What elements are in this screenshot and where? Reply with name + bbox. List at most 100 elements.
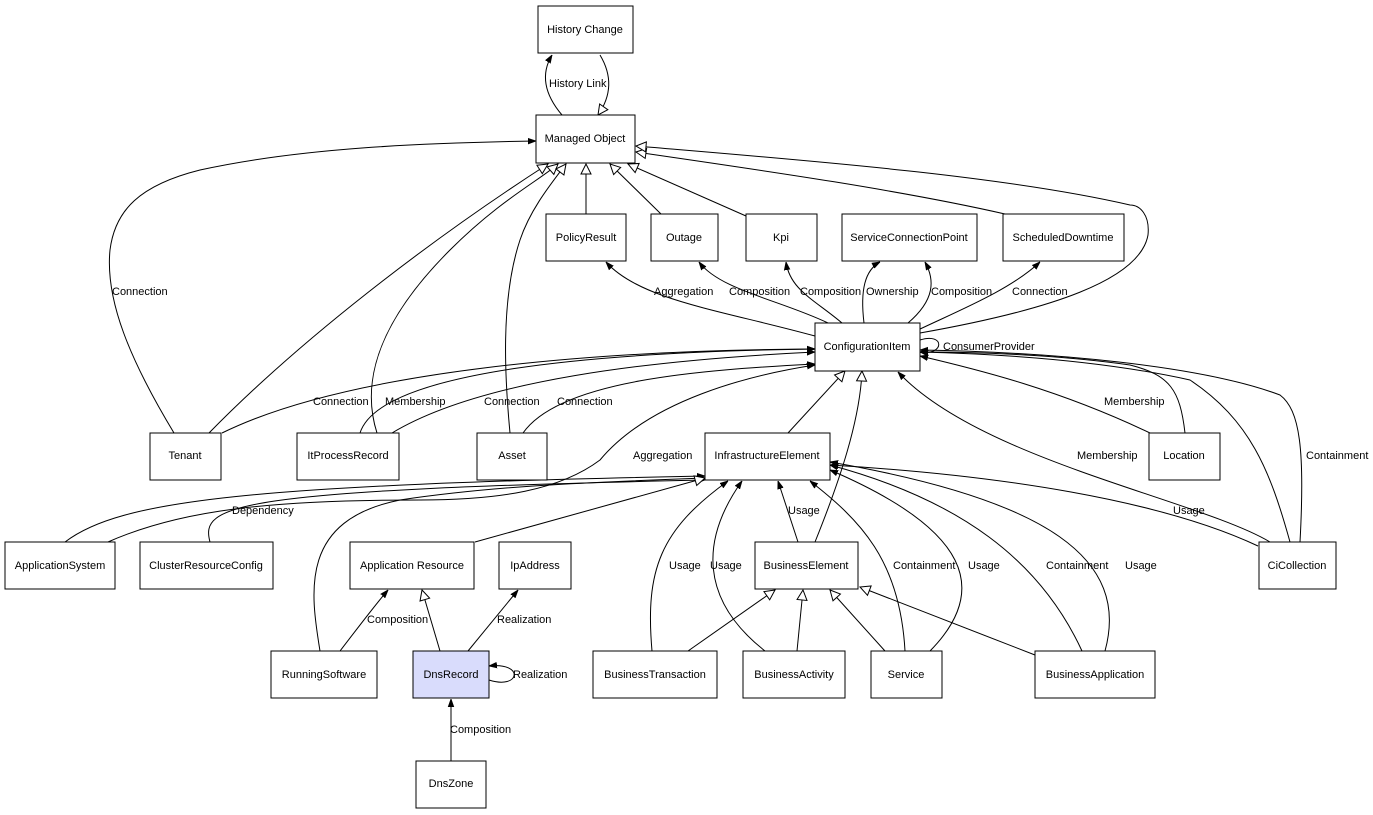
edge-tenant-managedobject [208, 164, 548, 434]
node-cluster-resource-config[interactable]: ClusterResourceConfig [139, 541, 274, 590]
node-label: DnsRecord [423, 669, 478, 681]
node-kpi[interactable]: Kpi [745, 213, 818, 262]
edge-tenant-connection [108, 141, 536, 434]
edge-service-be [830, 590, 886, 652]
label-appsystem-aggregation: Aggregation [633, 450, 692, 462]
node-dns-record[interactable]: DnsRecord [412, 650, 490, 699]
edge-ci-downtime [917, 262, 1040, 331]
label-dns-self-realization: Realization [513, 669, 567, 681]
edge-bt-infra [649, 481, 728, 652]
node-label: DnsZone [429, 778, 474, 790]
node-label: RunningSoftware [282, 669, 366, 681]
label-ci-downtime-connection: Connection [1012, 286, 1068, 298]
node-tenant[interactable]: Tenant [149, 432, 222, 481]
label-tenant-ci-connection: Connection [313, 396, 369, 408]
node-dns-zone[interactable]: DnsZone [415, 760, 487, 809]
edge-ci-policyresult [606, 262, 816, 337]
node-label: Outage [666, 232, 702, 244]
edge-itprocess-ci-connection [391, 352, 815, 434]
node-ip-address[interactable]: IpAddress [498, 541, 572, 590]
edge-appsystem-ci [107, 365, 815, 543]
label-bt-usage: Usage [669, 560, 701, 572]
edge-cicollection-infra [830, 465, 1259, 547]
node-label: Application Resource [360, 560, 464, 572]
label-ci-scp-composition: Composition [931, 286, 992, 298]
label-ci-outage-composition: Composition [729, 286, 790, 298]
node-service-connection-point[interactable]: ServiceConnectionPoint [841, 213, 978, 262]
node-label: BusinessApplication [1046, 669, 1144, 681]
node-label: Tenant [168, 450, 201, 462]
edge-service-infra-containment [810, 481, 906, 652]
node-label: ClusterResourceConfig [149, 560, 263, 572]
node-configuration-item[interactable]: ConfigurationItem [814, 322, 921, 372]
edge-cluster-infra [208, 480, 705, 543]
node-business-element[interactable]: BusinessElement [754, 541, 859, 590]
label-dns-realization-ip: Realization [497, 614, 551, 626]
node-asset[interactable]: Asset [476, 432, 548, 481]
edge-outage-managedobject [610, 164, 662, 215]
edge-service-infra-usage [830, 470, 963, 652]
label-ci-kpi-composition: Composition [800, 286, 861, 298]
label-ba-usage: Usage [710, 560, 742, 572]
edge-appsystem-infra [64, 476, 705, 543]
label-bapp-usage: Usage [1125, 560, 1157, 572]
node-application-system[interactable]: ApplicationSystem [4, 541, 116, 590]
node-label: Service [888, 669, 925, 681]
edge-dnsrecord-ipaddress [467, 590, 518, 652]
edge-ci-outage [699, 262, 829, 324]
edge-tenant-ci [221, 349, 815, 434]
edge-runningsoftware-appresource [339, 590, 388, 652]
edge-bapp-infra-usage [830, 462, 1110, 652]
node-policy-result[interactable]: PolicyResult [545, 213, 627, 262]
label-location-membership: Membership [1104, 396, 1165, 408]
node-running-software[interactable]: RunningSoftware [270, 650, 378, 699]
label-service-usage: Usage [968, 560, 1000, 572]
node-label: IpAddress [510, 560, 560, 572]
edge-itprocess-managedobject [370, 164, 558, 434]
node-label: BusinessTransaction [604, 669, 706, 681]
node-application-resource[interactable]: Application Resource [349, 541, 475, 590]
node-label: PolicyResult [556, 232, 617, 244]
label-consumer-provider: ConsumerProvider [943, 341, 1035, 353]
edge-appresource-infra [474, 478, 705, 543]
edge-be-infra [778, 481, 799, 543]
node-label: ApplicationSystem [15, 560, 106, 572]
node-label: ConfigurationItem [824, 341, 911, 353]
node-label: ServiceConnectionPoint [850, 232, 967, 244]
node-service[interactable]: Service [870, 650, 943, 699]
node-infrastructure-element[interactable]: InfrastructureElement [704, 432, 831, 481]
edge-infra-ci [787, 371, 845, 434]
node-ci-collection[interactable]: CiCollection [1258, 541, 1337, 590]
edge-dnsrecord-self [489, 666, 515, 683]
edge-ci-scp-ownership [862, 262, 880, 324]
node-label: CiCollection [1268, 560, 1327, 572]
node-label: Managed Object [545, 133, 626, 145]
edge-bapp-be [860, 587, 1036, 656]
edge-ba-be [797, 590, 803, 652]
edge-history-link [545, 55, 610, 115]
node-business-activity[interactable]: BusinessActivity [742, 650, 846, 699]
edge-dnsrecord-appresource [422, 590, 441, 652]
node-location[interactable]: Location [1148, 432, 1221, 481]
node-it-process-record[interactable]: ItProcessRecord [296, 432, 400, 481]
label-cicollection-membership: Membership [1077, 450, 1138, 462]
node-business-application[interactable]: BusinessApplication [1034, 650, 1156, 699]
node-scheduled-downtime[interactable]: ScheduledDowntime [1002, 213, 1125, 262]
node-business-transaction[interactable]: BusinessTransaction [592, 650, 718, 699]
edge-ci-scp-composition [907, 262, 931, 324]
label-asset-connection: Connection [557, 396, 613, 408]
edge-be-ci [814, 371, 862, 543]
node-label: History Change [547, 24, 623, 36]
label-service-containment: Containment [893, 560, 955, 572]
node-managed-object[interactable]: Managed Object [535, 114, 636, 164]
edge-location-ci-2 [920, 352, 1186, 434]
edge-location-ci-1 [920, 356, 1151, 434]
node-outage[interactable]: Outage [650, 213, 719, 262]
label-cluster-dependency: Dependency [232, 505, 294, 517]
node-label: Kpi [773, 232, 789, 244]
node-label: Location [1163, 450, 1205, 462]
node-history-change[interactable]: History Change [537, 5, 634, 54]
node-label: ScheduledDowntime [1013, 232, 1114, 244]
label-cicollection-containment: Containment [1306, 450, 1368, 462]
edge-bapp-infra-containment [830, 465, 1083, 652]
